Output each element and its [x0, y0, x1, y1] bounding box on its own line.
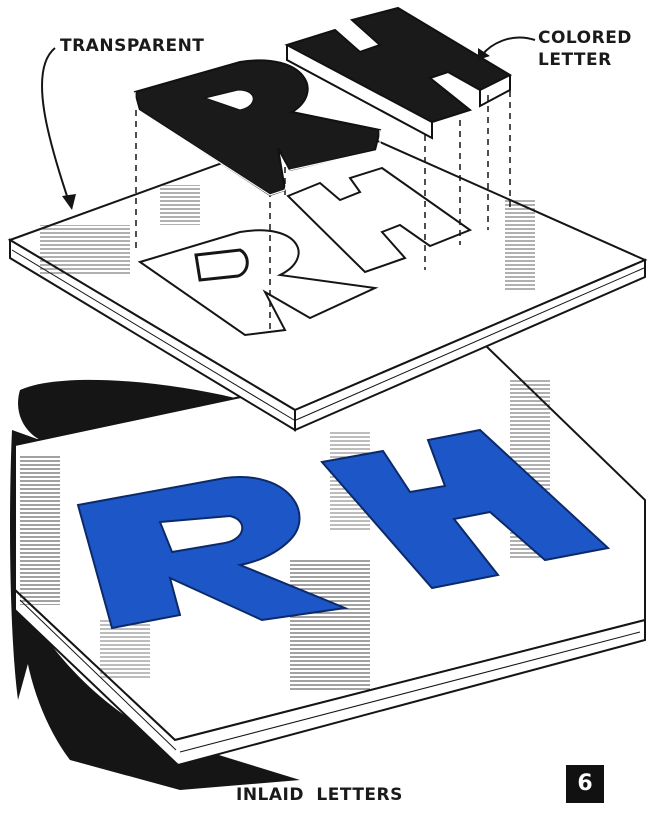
colored-label-line1: COLORED	[538, 27, 632, 49]
colored-label-line2: LETTER	[538, 49, 632, 71]
inlaid-letters-caption: INLAID LETTERS	[236, 785, 403, 805]
figure-number-badge: 6	[566, 765, 604, 803]
transparent-label: TRANSPARENT	[60, 36, 204, 56]
transparent-arrowhead	[62, 194, 76, 210]
r-counter-piece	[196, 250, 247, 280]
colored-letter-label: COLORED LETTER	[538, 27, 632, 71]
colored-arrow	[482, 38, 535, 55]
transparent-arrow	[42, 48, 70, 205]
